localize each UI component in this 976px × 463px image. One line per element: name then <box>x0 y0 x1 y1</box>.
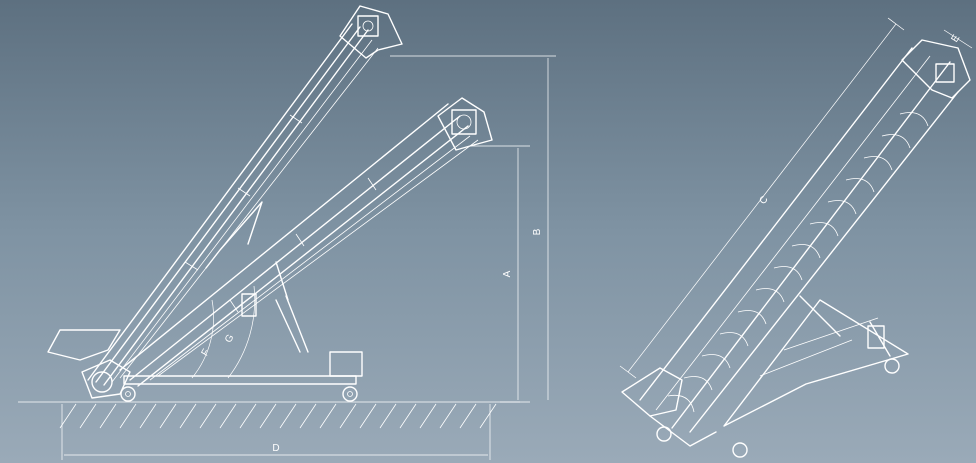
angle-arcs <box>191 285 256 379</box>
dimension-label-f: F <box>200 347 213 358</box>
side-elevation-view: A B D F G <box>18 5 556 460</box>
dimension-label-c: C <box>757 194 770 206</box>
ground-hatch <box>18 401 520 429</box>
dimension-label-e: E <box>949 33 962 45</box>
tail-hopper <box>47 329 131 399</box>
dimension-label-g: G <box>223 332 237 344</box>
chassis <box>120 351 363 402</box>
support-struts <box>205 201 309 353</box>
perspective-support <box>723 295 909 427</box>
dimension-label-d: D <box>272 443 279 454</box>
boom-lower-position <box>119 97 493 387</box>
belt-cleats <box>667 112 929 413</box>
dimension-lines <box>61 55 556 460</box>
perspective-view: C E <box>619 17 973 458</box>
boom-upper-position <box>87 5 403 386</box>
dimension-label-b: B <box>532 228 543 235</box>
dimension-label-a: A <box>502 270 513 277</box>
